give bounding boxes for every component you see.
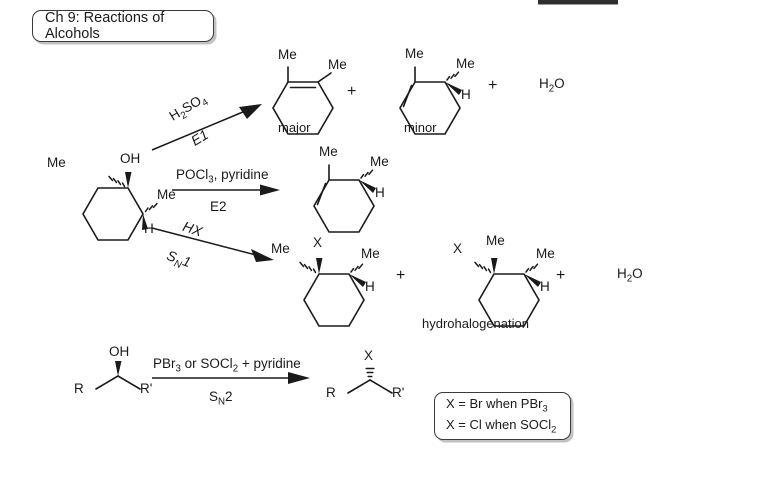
reagent-e2: POCl3, pyridine [176,166,268,185]
product-e2: Me Me H [303,145,403,236]
sm-label-h: H [144,221,154,236]
mechanism-e2: E2 [210,198,227,216]
product-e2-label-h: H [375,185,385,200]
sn2-substrate-structure: OH R R' [74,345,168,398]
product-sn1b-caption: hydrohalogenation [422,316,529,331]
plus-sign-sn1-a: + [396,267,406,284]
reagent-sn2-pbr: PBr [153,356,176,371]
plus-sign-e1-a: + [347,83,357,100]
product-minor-label-me-right: Me [456,56,475,71]
product-sn1-water: H2O [617,267,643,284]
product-major-caption: major [278,120,311,135]
sm-label-oh: OH [120,151,141,166]
legend-line-1-sub: 3 [542,403,548,414]
product-sn1b-label-me-top: Me [486,233,505,248]
mechanism-sn2: SN2 [209,388,233,407]
product-e2-label-me-top: Me [319,144,338,159]
water-e1-h: H [539,76,549,91]
legend-box: X = Br when PBr3 X = Cl when SOCl2 [434,392,571,440]
product-e1-major: Me Me major [258,48,368,142]
reagent-e2-pocl: POCl [176,167,209,182]
sn2-product-structure: X R R' [326,349,420,400]
product-sn1a-label-me-left: Me [271,241,290,256]
arrow-sn2 [152,372,312,386]
water-sn1-sub: 2 [626,273,633,285]
reagent-sn2-socl: or SOCl [180,356,233,371]
sn2-product-label-r-prime: R' [392,385,405,400]
arrow-e1 [151,100,267,152]
reagent-e2-sub: 3 [208,174,214,186]
sn2-substrate-label-r-prime: R' [140,381,153,396]
legend-line-2-text: X = Cl when SOCl [446,417,552,432]
product-sn1-second: X Me Me H hydrohalogenation [422,234,568,334]
legend-line-1-text: X = Br when PBr [446,395,543,411]
product-sn1-first: Me X Me H [271,236,393,334]
plus-sign-sn1-b: + [556,267,566,284]
sn2-product-label-x: X [364,348,374,363]
legend-line-1: X = Br when PBr3 [446,395,570,416]
water-sn1-o: O [632,266,643,281]
title-box: Ch 9: Reactions of Alcohols [32,10,214,42]
reagent-sn2: PBr3 or SOCl2 + pyridine [153,355,301,374]
product-sn1b-label-h: H [540,279,550,294]
product-minor-caption: minor [404,120,437,135]
sn2-substrate-label-r: R [74,381,84,396]
product-sn1b-label-me-right: Me [536,246,555,261]
product-sn1a-label-h: H [365,279,375,294]
product-minor-label-me-top: Me [405,46,424,61]
reagent-sn2-sub1: 3 [175,363,181,375]
arrow-e2 [172,184,282,198]
sn2-substrate-label-oh: OH [109,344,130,359]
reagent-sn2-pyridine: + pyridine [238,356,301,371]
mechanism-sn2-num: 2 [225,389,233,404]
water-sn1-h: H [617,266,627,281]
product-sn1a-label-x-top: X [313,235,323,250]
sm-label-me-left: Me [47,155,66,170]
cropped-box-edge [538,0,618,5]
reagent-e2-pyridine: , pyridine [213,167,269,182]
product-e1-minor: Me Me H minor [385,47,495,140]
plus-sign-e1-b: + [488,77,498,94]
sn2-product-label-r: R [326,385,336,400]
product-major-label-me-right: Me [328,57,347,72]
mechanism-sn2-s: S [209,389,219,404]
product-major-label-me-top: Me [278,47,297,62]
product-sn1a-label-me-right: Me [361,246,380,261]
water-e1-o: O [554,76,565,91]
legend-line-2-sub: 2 [551,424,557,435]
page-title: Ch 9: Reactions of Alcohols [45,10,165,42]
mechanism-e2-label: E2 [210,199,227,214]
mechanism-sn2-sub: N [218,396,226,408]
product-sn1b-label-x-left: X [453,241,463,256]
starting-material-structure: Me OH Me H [47,152,180,248]
product-e1-water: H2O [539,77,565,94]
sm-label-me-right: Me [157,187,176,202]
product-e2-label-me-right: Me [370,154,389,169]
water-e1-sub: 2 [548,83,555,95]
product-minor-label-h: H [461,87,471,102]
reagent-sn2-sub2: 2 [232,363,239,375]
arrow-sn1 [151,224,280,270]
legend-line-2: X = Cl when SOCl2 [446,416,570,437]
